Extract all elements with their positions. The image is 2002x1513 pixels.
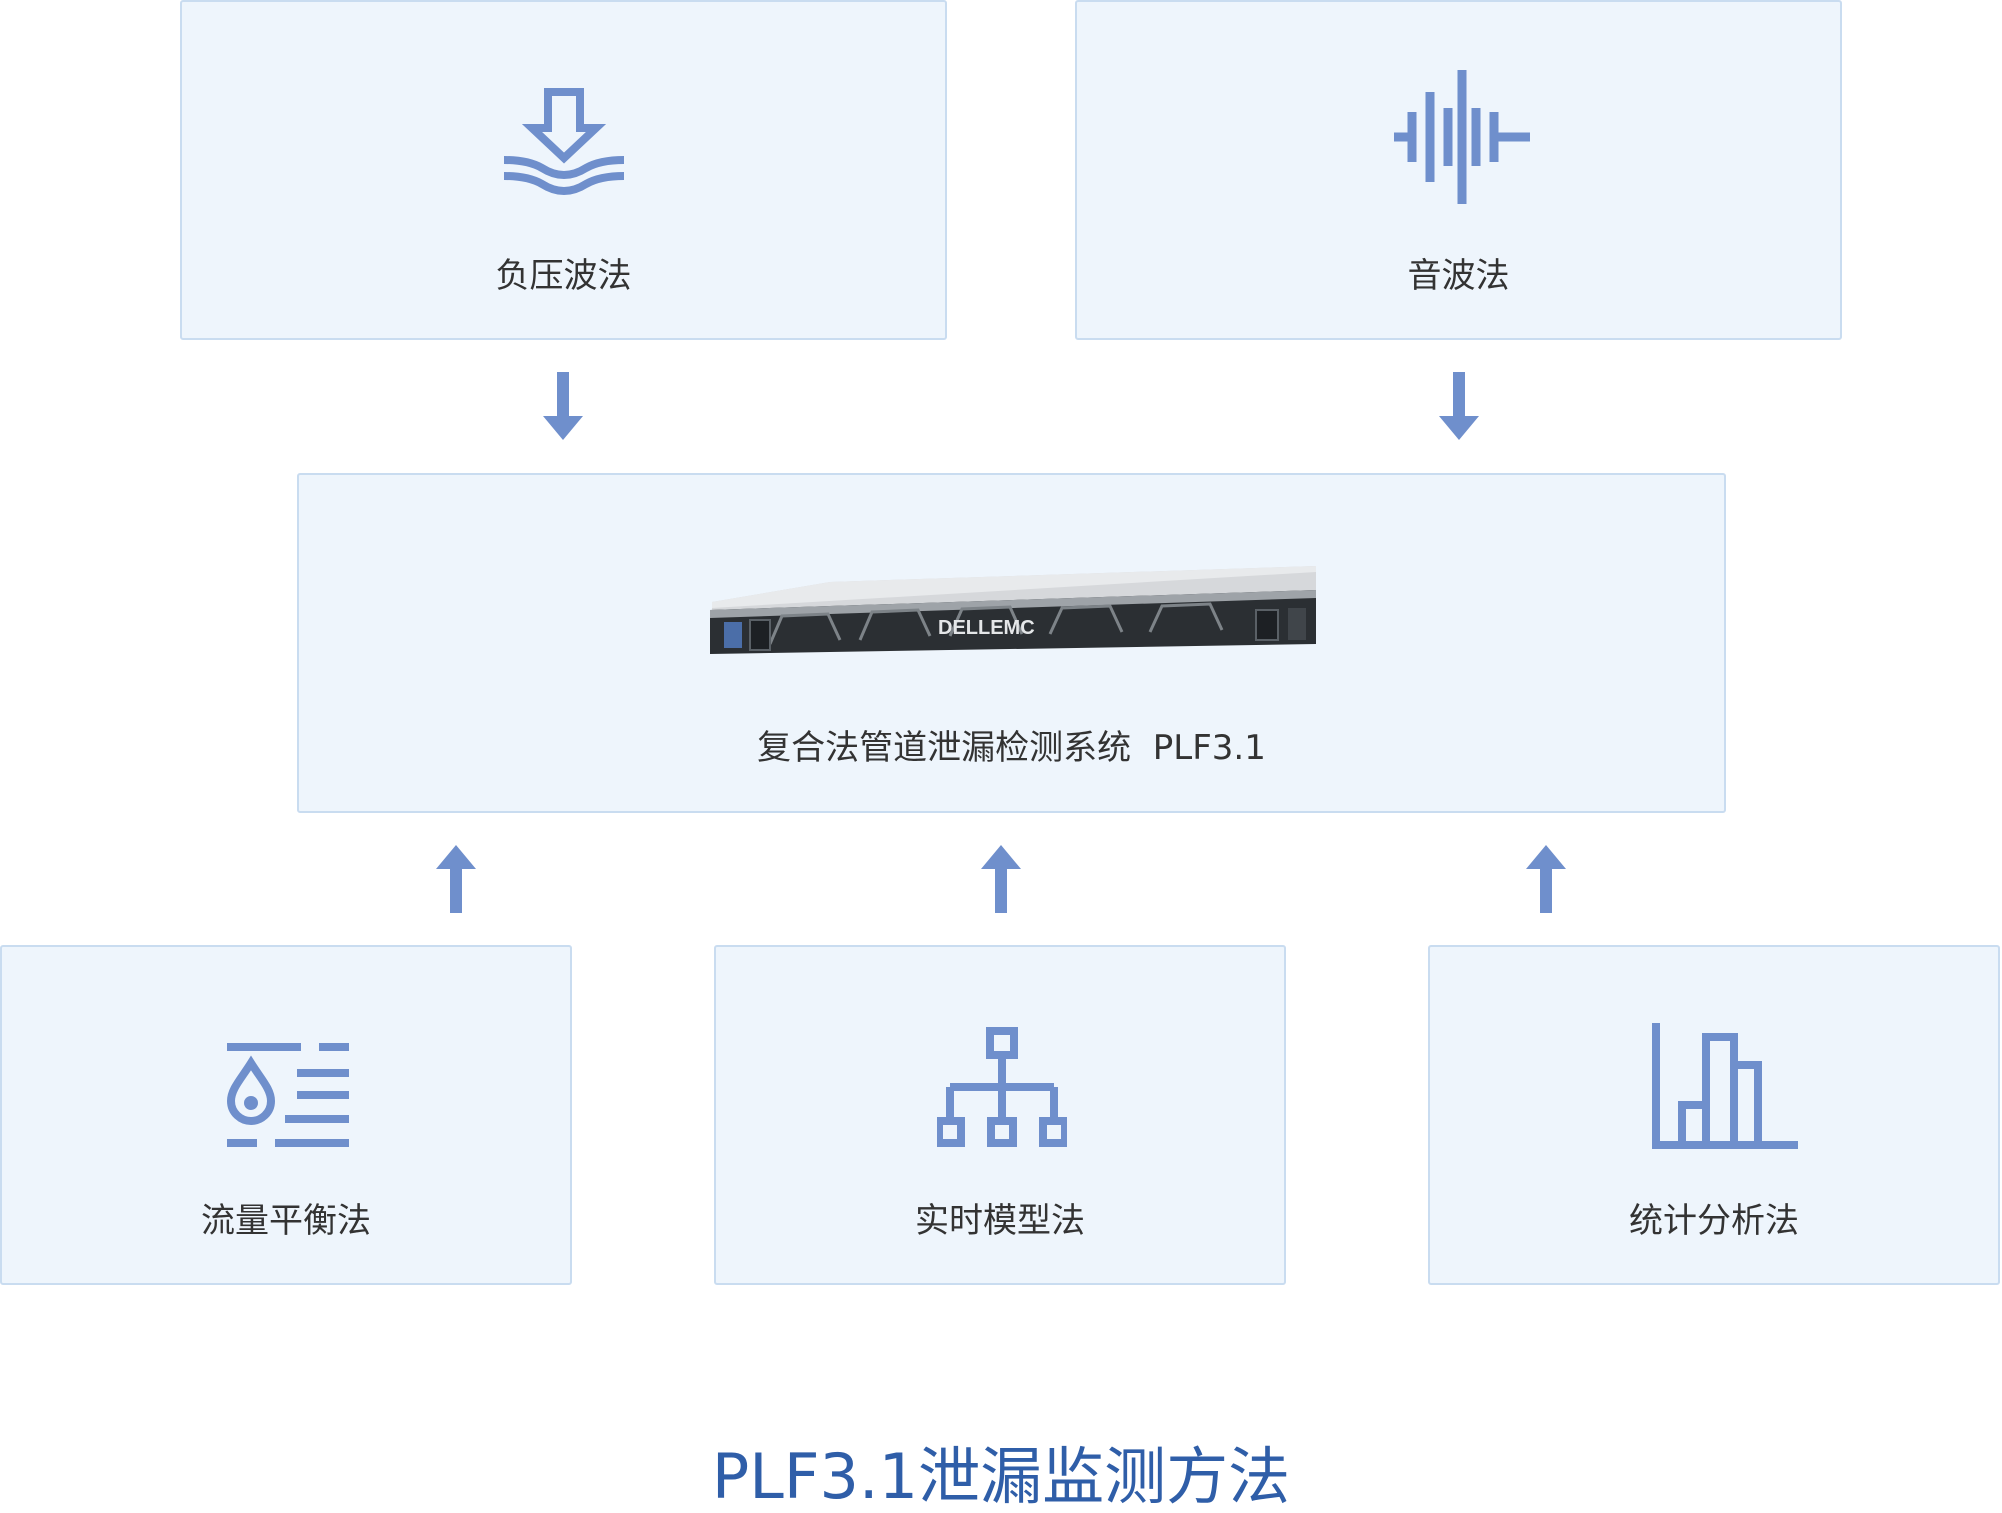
- server-brand-text: DELLEMC: [938, 617, 1035, 639]
- down-arrow-icon: [543, 372, 583, 440]
- system-label: 复合法管道泄漏检测系统 PLF3.1: [757, 728, 1266, 768]
- pressure-wave-icon: [503, 88, 625, 195]
- method-box-sound-wave: 音波法: [1075, 0, 1842, 340]
- up-arrow-icon: [436, 845, 476, 913]
- method-label: 音波法: [1407, 256, 1510, 296]
- network-model-icon: [937, 1027, 1067, 1147]
- method-label: 负压波法: [495, 256, 632, 296]
- server-image: DELLEMC: [710, 566, 1316, 654]
- sound-wave-icon: [1394, 70, 1530, 204]
- method-box-flow-balance: 流量平衡法: [0, 945, 572, 1285]
- method-box-realtime-model: 实时模型法: [714, 945, 1286, 1285]
- flow-balance-icon: [227, 1043, 349, 1147]
- method-label: 统计分析法: [1629, 1201, 1799, 1241]
- system-box: DELLEMC 复合法管道泄漏检测系统 PLF3.1: [297, 473, 1726, 813]
- method-label: 实时模型法: [915, 1201, 1085, 1241]
- method-label: 流量平衡法: [201, 1201, 371, 1241]
- method-box-statistical-analysis: 统计分析法: [1428, 945, 2000, 1285]
- up-arrow-icon: [1526, 845, 1566, 913]
- method-box-negative-pressure-wave: 负压波法: [180, 0, 947, 340]
- up-arrow-icon: [981, 845, 1021, 913]
- bar-chart-icon: [1652, 1023, 1798, 1149]
- diagram-caption: PLF3.1泄漏监测方法: [711, 1440, 1291, 1513]
- down-arrow-icon: [1439, 372, 1479, 440]
